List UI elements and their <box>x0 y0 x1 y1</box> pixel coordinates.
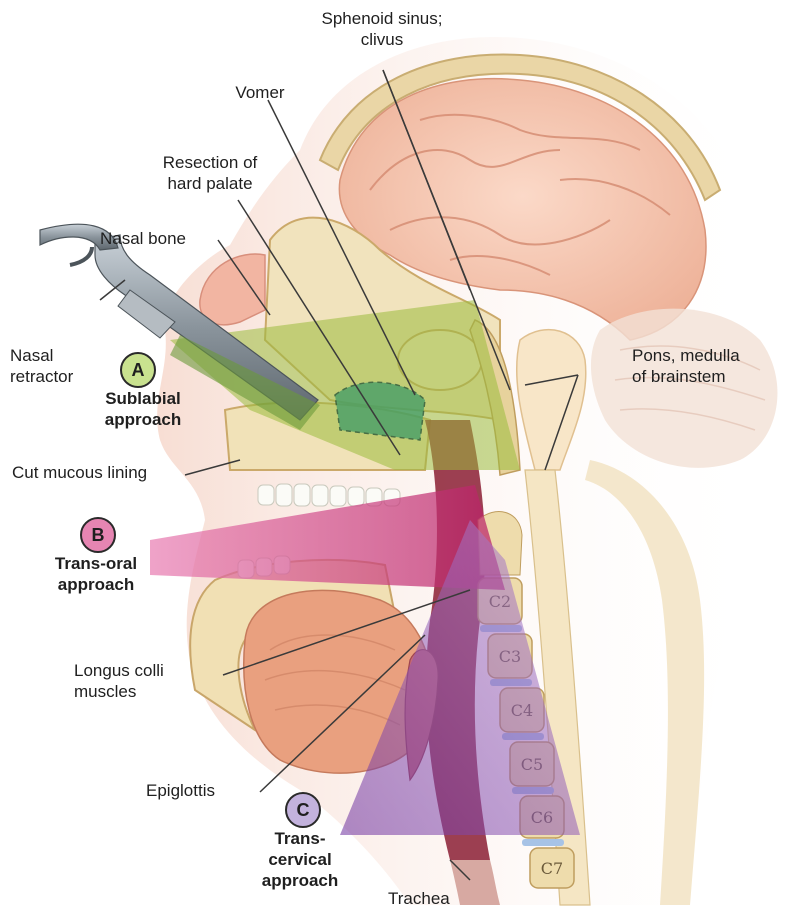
label-nasal-retractor-line1: Nasal <box>10 345 73 366</box>
label-sphenoid-line2: clivus <box>302 29 462 50</box>
label-transoral-line2: approach <box>40 574 152 595</box>
label-transcervical-line2: cervical <box>250 849 350 870</box>
label-sphenoid-line1: Sphenoid sinus; <box>302 8 462 29</box>
badge-b: B <box>80 517 116 553</box>
label-resection-line2: hard palate <box>140 173 280 194</box>
label-trachea: Trachea <box>388 888 450 909</box>
label-transoral-approach: Trans-oral approach <box>40 553 152 595</box>
label-longus-colli: Longus colli muscles <box>74 660 164 702</box>
label-transcervical-line3: approach <box>250 870 350 891</box>
label-nasal-bone: Nasal bone <box>100 228 186 249</box>
badge-c: C <box>285 792 321 828</box>
label-pons-medulla: Pons, medulla of brainstem <box>632 345 740 387</box>
label-resection: Resection of hard palate <box>140 152 280 194</box>
label-vomer: Vomer <box>210 82 310 103</box>
label-pons-line1: Pons, medulla <box>632 345 740 366</box>
label-longus-line1: Longus colli <box>74 660 164 681</box>
label-nasal-retractor-line2: retractor <box>10 366 73 387</box>
label-resection-line1: Resection of <box>140 152 280 173</box>
label-transcervical-line1: Trans- <box>250 828 350 849</box>
label-transcervical-approach: Trans- cervical approach <box>250 828 350 891</box>
resection-region <box>335 382 425 440</box>
label-sublabial-approach: Sublabial approach <box>98 388 188 430</box>
label-nasal-retractor: Nasal retractor <box>10 345 73 387</box>
label-transoral-line1: Trans-oral <box>40 553 152 574</box>
intervertebral-disc <box>522 839 564 846</box>
vertebra-label-c7: C7 <box>541 859 563 878</box>
label-pons-line2: of brainstem <box>632 366 740 387</box>
badge-a: A <box>120 352 156 388</box>
label-sphenoid-sinus: Sphenoid sinus; clivus <box>302 8 462 50</box>
label-epiglottis: Epiglottis <box>146 780 215 801</box>
label-longus-line2: muscles <box>74 681 164 702</box>
label-sublabial-line1: Sublabial <box>98 388 188 409</box>
label-cut-mucous: Cut mucous lining <box>12 462 147 483</box>
label-sublabial-line2: approach <box>98 409 188 430</box>
